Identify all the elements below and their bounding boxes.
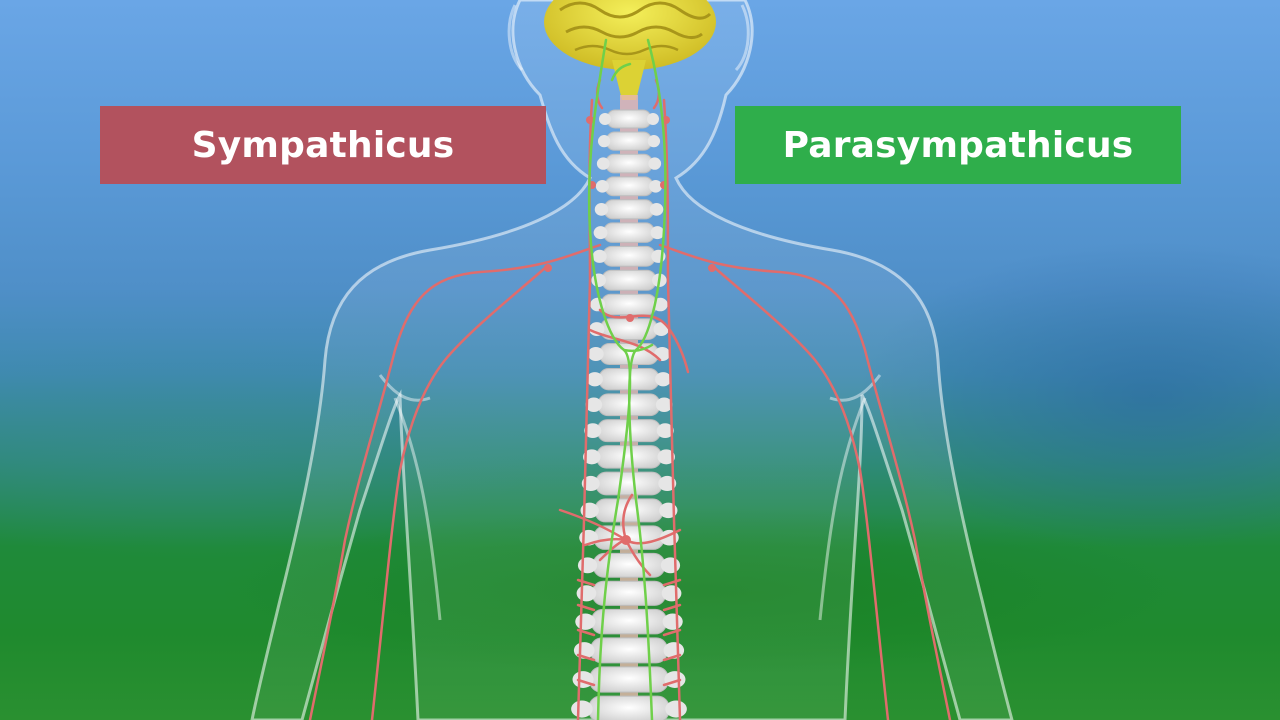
vertebra xyxy=(595,471,663,496)
vertebra-process xyxy=(585,397,603,413)
vertebra-process xyxy=(658,475,677,492)
vertebra-process xyxy=(656,423,674,439)
vertebra-process xyxy=(662,613,683,630)
vertebra-process xyxy=(593,226,608,240)
vertebra-process xyxy=(594,202,609,216)
vertebra-process xyxy=(575,613,596,630)
vertebra xyxy=(602,222,656,243)
vertebra-process xyxy=(595,180,609,193)
parasympathicus-label: Parasympathicus xyxy=(735,106,1181,184)
sympathetic-nerves xyxy=(308,78,952,720)
vertebra-process xyxy=(661,585,682,602)
vertebra xyxy=(588,695,670,720)
vertebra-process xyxy=(649,180,663,193)
vertebra-process xyxy=(649,202,664,216)
vertebra-process xyxy=(647,113,659,125)
vertebra xyxy=(605,131,653,151)
vertebra xyxy=(605,153,653,174)
vertebra xyxy=(601,269,657,291)
vertebra-process xyxy=(583,449,601,465)
vertebra-process xyxy=(597,135,611,148)
vertebra xyxy=(604,176,654,197)
sympathicus-label: Sympathicus xyxy=(100,106,546,184)
brain xyxy=(544,0,716,100)
vertebra-process xyxy=(572,671,594,688)
vertebra-process xyxy=(599,113,611,125)
vertebra-process xyxy=(657,449,675,465)
vertebra-process xyxy=(587,346,604,361)
vertebra-process xyxy=(665,700,687,718)
vertebra-process xyxy=(647,135,661,148)
vertebra-process xyxy=(571,700,593,718)
vertebra xyxy=(606,109,652,129)
vertebra-process xyxy=(584,423,602,439)
vertebra-process xyxy=(596,157,610,170)
vertebra xyxy=(596,445,662,469)
vertebra-process xyxy=(581,475,600,492)
vertebra-process xyxy=(648,157,662,170)
vertebra-process xyxy=(650,226,665,240)
vertebra xyxy=(600,293,658,316)
vertebra-process xyxy=(664,671,686,688)
vertebra-process xyxy=(655,372,672,387)
parasympathetic-nerves xyxy=(587,38,667,720)
vertebra xyxy=(589,666,669,693)
vertebra xyxy=(602,245,656,267)
vertebra-process xyxy=(576,585,597,602)
vertebra xyxy=(603,199,655,220)
vertebra-process xyxy=(654,346,671,361)
vertebra-process xyxy=(586,372,603,387)
vertebra-process xyxy=(577,557,598,574)
vertebra-process xyxy=(592,249,607,263)
vertebra-process xyxy=(660,557,681,574)
sympathetic-ganglia xyxy=(544,116,716,545)
vertebra-process xyxy=(655,397,673,413)
